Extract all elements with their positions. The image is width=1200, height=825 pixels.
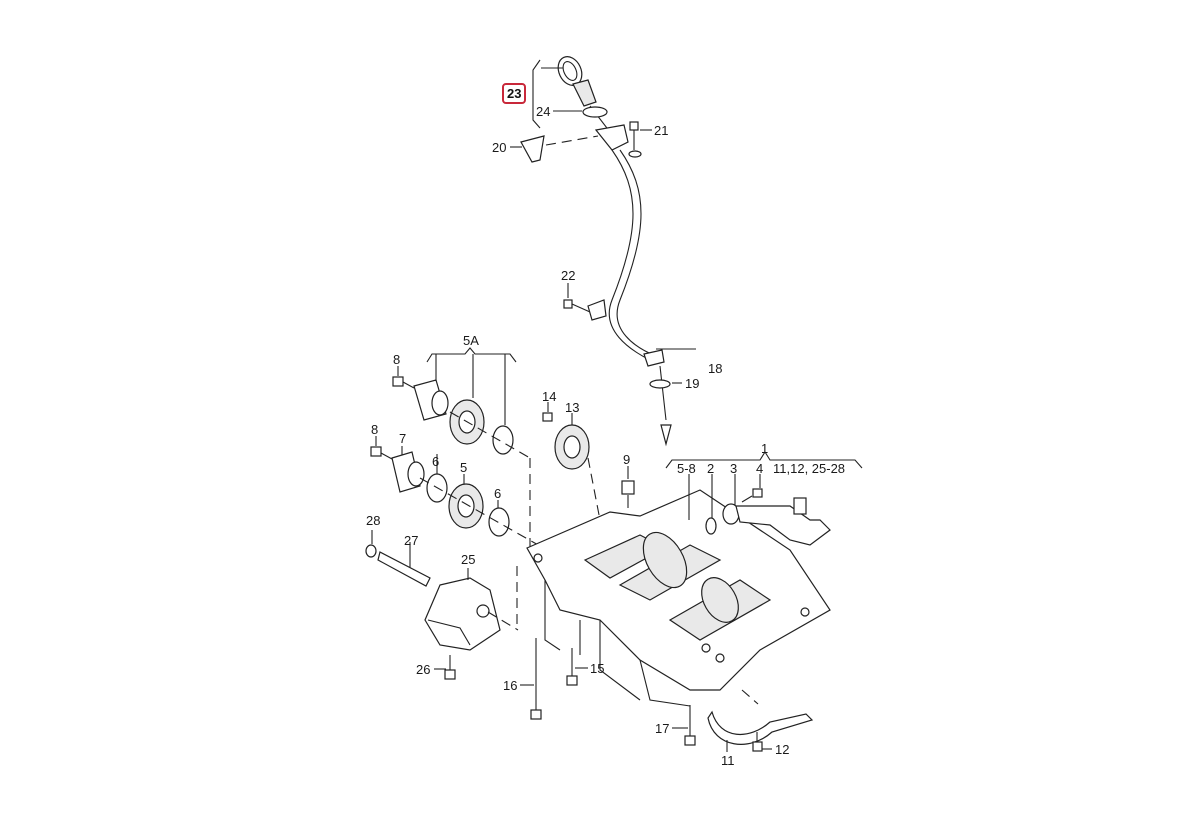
callout-8-upper[interactable]: 8 (393, 352, 401, 367)
balancer-housing-part-1[interactable] (526, 489, 831, 707)
callout-22[interactable]: 22 (561, 268, 576, 283)
callout-12[interactable]: 12 (775, 742, 790, 757)
bolt-part-4[interactable] (752, 488, 763, 498)
callout-14[interactable]: 14 (542, 389, 557, 404)
bracket-23 (532, 59, 541, 129)
bracket-1 (665, 450, 863, 469)
o-ring-part-24[interactable] (582, 106, 608, 118)
callout-4[interactable]: 4 (756, 461, 764, 476)
callout-18[interactable]: 18 (708, 361, 723, 376)
cap-part-20[interactable] (520, 135, 545, 163)
callout-3[interactable]: 3 (730, 461, 738, 476)
callout-5A[interactable]: 5A (463, 333, 479, 348)
callout-27[interactable]: 27 (404, 533, 419, 548)
callout-5-8[interactable]: 5-8 (677, 461, 696, 476)
callout-20[interactable]: 20 (492, 140, 507, 155)
pipe-part-11[interactable] (707, 710, 814, 745)
callout-16[interactable]: 16 (503, 678, 518, 693)
guide-tube-part-18[interactable] (594, 124, 672, 447)
bolt-part-8-upper[interactable] (392, 376, 404, 387)
callout-6-lower[interactable]: 6 (494, 486, 502, 501)
callout-8-lower[interactable]: 8 (371, 422, 379, 437)
callout-6-upper[interactable]: 6 (432, 454, 440, 469)
oil-pickup-part-3[interactable] (722, 497, 831, 546)
pin-part-9[interactable] (621, 480, 635, 495)
bolt-part-17[interactable] (684, 705, 696, 746)
callout-7[interactable]: 7 (399, 431, 407, 446)
callout-26[interactable]: 26 (416, 662, 431, 677)
pin-part-27[interactable] (377, 551, 431, 587)
bolt-part-22[interactable] (563, 299, 607, 321)
callout-11[interactable]: 11 (721, 753, 735, 768)
callout-24[interactable]: 24 (536, 104, 551, 119)
callout-1[interactable]: 1 (761, 441, 769, 456)
callout-23-highlighted[interactable]: 23 (502, 83, 527, 104)
callout-17[interactable]: 17 (655, 721, 670, 736)
o-ring-part-2[interactable] (705, 517, 717, 535)
bracket-5A (426, 347, 517, 363)
bolt-part-15[interactable] (566, 648, 578, 686)
bolt-part-21[interactable] (628, 121, 642, 158)
oil-pump-part-25[interactable] (424, 577, 501, 651)
callout-2[interactable]: 2 (707, 461, 715, 476)
clip-part-28[interactable] (365, 544, 377, 558)
dash-20 (545, 135, 599, 146)
washer-5A[interactable] (492, 425, 514, 455)
bolt-part-14[interactable] (542, 412, 553, 422)
callout-5[interactable]: 5 (460, 460, 468, 475)
callout-13[interactable]: 13 (565, 400, 580, 415)
o-ring-part-19[interactable] (649, 379, 671, 389)
washer-part-6-lower[interactable] (488, 507, 510, 537)
dipstick-part-23[interactable] (554, 53, 611, 133)
callout-19[interactable]: 19 (685, 376, 700, 391)
bolt-part-12[interactable] (752, 732, 763, 752)
callout-21[interactable]: 21 (654, 123, 669, 138)
callout-11-12-25-28[interactable]: 11,12, 25-28 (773, 461, 846, 476)
bolt-part-8-lower[interactable] (370, 446, 382, 457)
callout-25[interactable]: 25 (461, 552, 476, 567)
callout-9[interactable]: 9 (623, 452, 631, 467)
bolt-part-16[interactable] (530, 638, 542, 720)
callout-15[interactable]: 15 (590, 661, 605, 676)
callout-28[interactable]: 28 (366, 513, 381, 528)
